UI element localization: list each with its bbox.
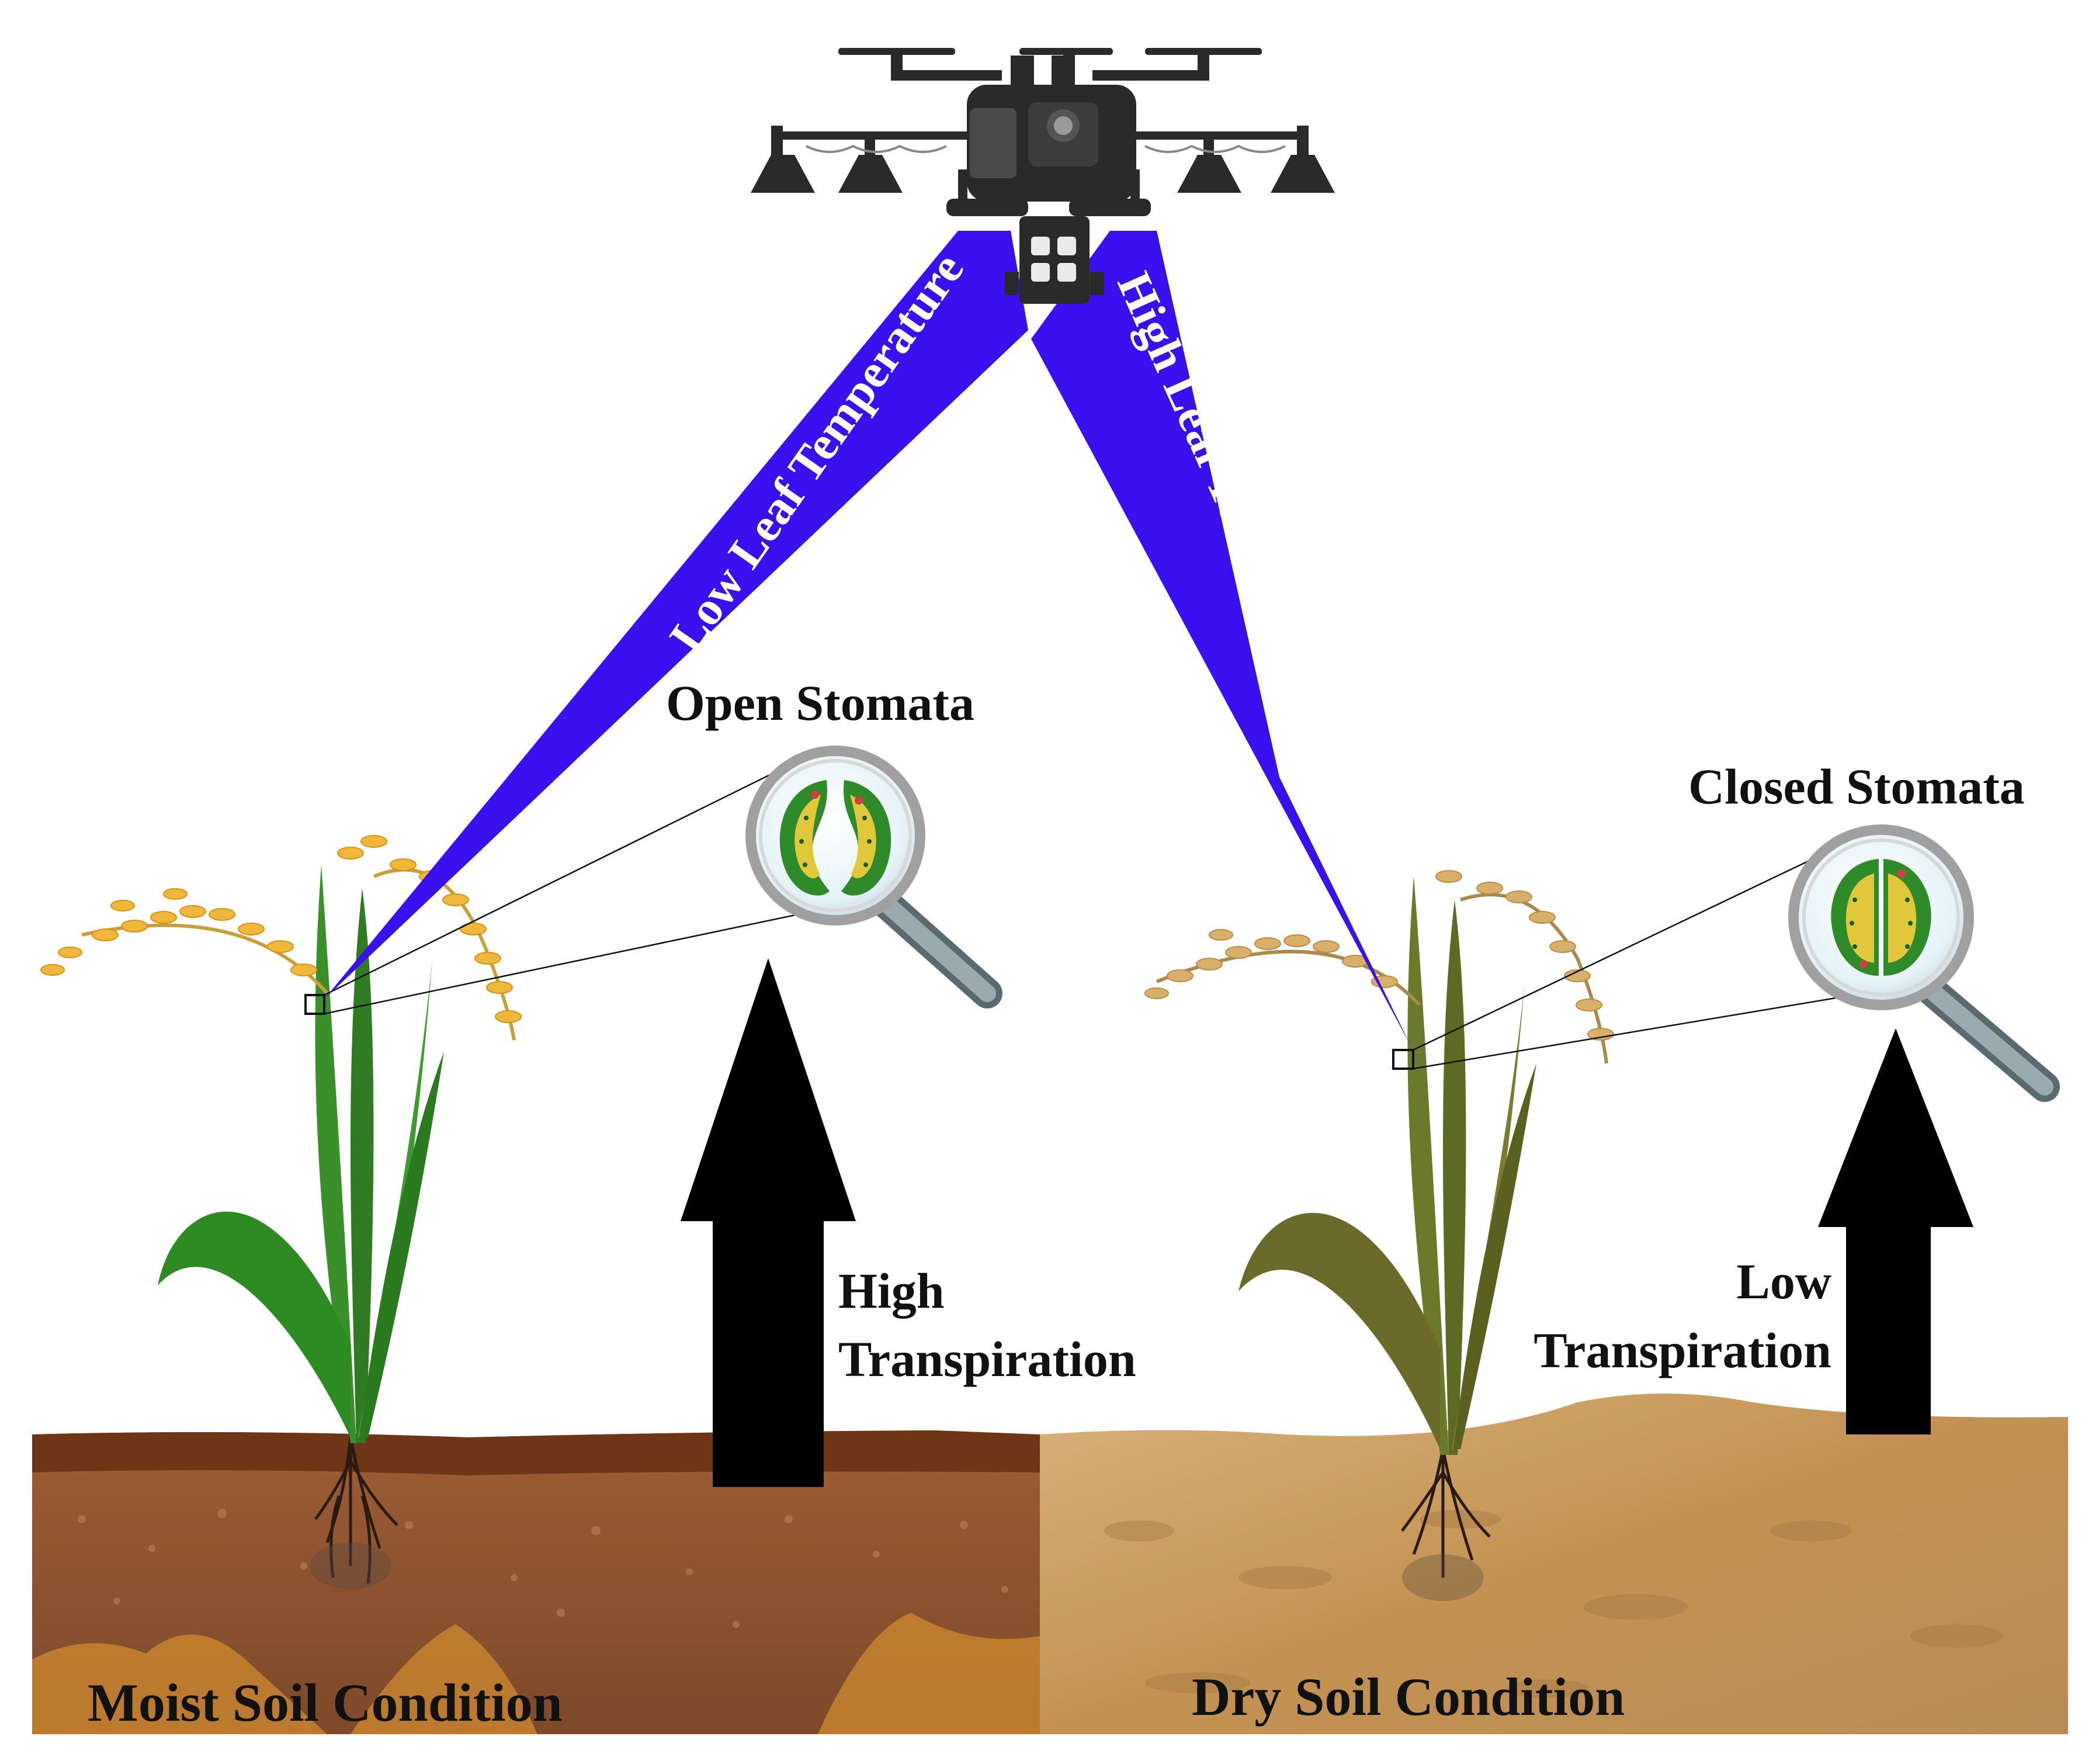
beam-right: [1031, 231, 1411, 1046]
roots-right: [1400, 1448, 1491, 1578]
roots-left: [314, 1437, 398, 1584]
dry-soil-panel: [1040, 1394, 2068, 1734]
moist-soil-panel: [32, 1430, 1040, 1734]
drone-icon: [751, 48, 1335, 304]
low-transpiration-arrow: [1818, 1028, 1973, 1434]
grain-panicle-left: [40, 835, 522, 1041]
moist-soil-condition-label: Moist Soil Condition: [88, 1673, 563, 1732]
open-stomata-label: Open Stomata: [666, 675, 974, 731]
grain-panicle-right: [1144, 870, 1614, 1064]
stressed-rice-plant: [1144, 870, 1614, 1601]
dry-soil-condition-label: Dry Soil Condition: [1192, 1667, 1625, 1727]
high-transpiration-arrow: [681, 958, 856, 1487]
high-transpiration-label-line1: High: [838, 1263, 945, 1319]
open-stoma-icon: [779, 780, 891, 896]
beam-left: [324, 231, 1028, 999]
thermal-sensor-beams: [324, 231, 1411, 1046]
low-transpiration-label-line2: Transpiration: [1534, 1322, 1831, 1378]
magnifying-glass-icon-open: [745, 746, 1002, 1009]
low-transpiration-label-line1: Low: [1737, 1253, 1831, 1309]
leaf-sample-marker-right: [1392, 1049, 1414, 1070]
zoom-guide-lines: [324, 770, 1864, 1070]
closed-stomata-label: Closed Stomata: [1688, 758, 2025, 815]
closed-stoma-icon: [1831, 859, 1931, 976]
magnifying-glass-icon-closed: [1788, 824, 2060, 1102]
healthy-rice-plant: [40, 835, 522, 1589]
high-transpiration-label-line2: Transpiration: [838, 1331, 1136, 1387]
low-leaf-temperature-label: Low Leaf Temperature: [659, 244, 974, 661]
leaf-sample-marker-left: [304, 994, 325, 1015]
